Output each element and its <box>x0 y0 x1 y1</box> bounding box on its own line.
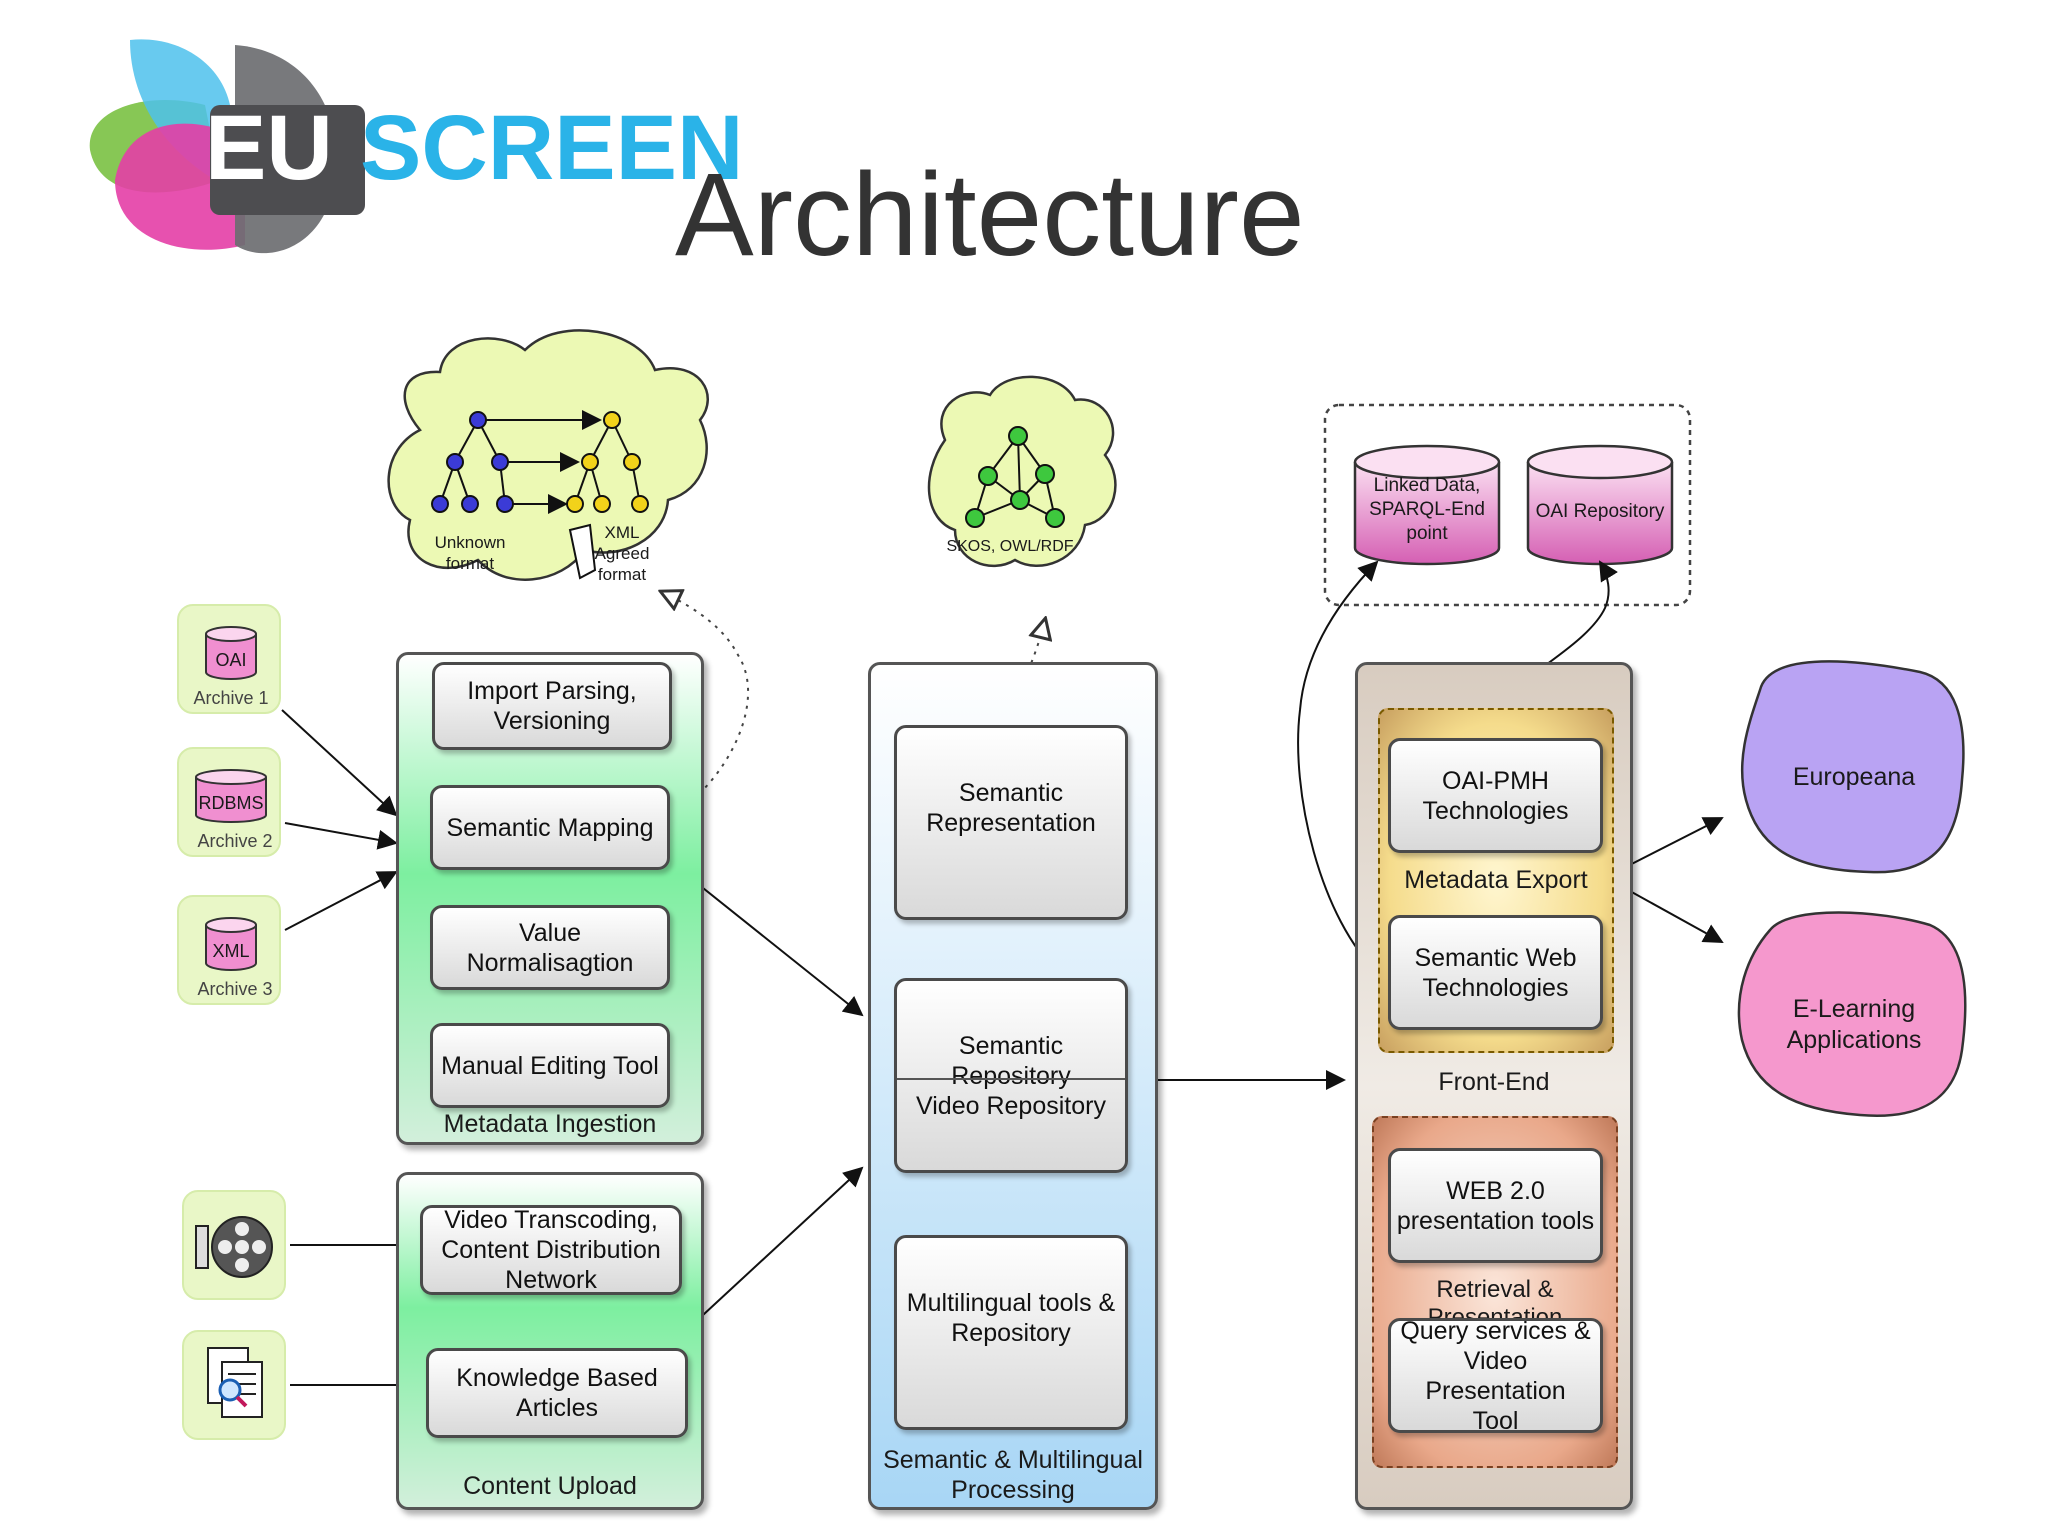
semantic-repository-label: Semantic Repository <box>951 1032 1071 1090</box>
elearning-blob <box>1737 911 1967 1117</box>
euscreen-logo-icon <box>89 39 365 254</box>
linked-data-label: Linked Data, SPARQL-End point <box>1369 475 1485 544</box>
manual-editing-box: Manual Editing Tool <box>430 1023 670 1108</box>
document-source <box>182 1330 286 1440</box>
source-archive-2: RDBMS Archive 2 <box>177 747 281 857</box>
oai-pmh-box: OAI-PMH Technologies <box>1388 738 1603 853</box>
metadata-ingestion-title: Metadata Ingestion <box>443 1110 657 1138</box>
database-icon <box>195 769 267 823</box>
linked-data-cylinder <box>1353 444 1501 566</box>
europeana-blob <box>1740 660 1965 874</box>
video-transcoding-box: Video Transcoding, Content Distribution … <box>420 1205 682 1295</box>
web20-tools-box: WEB 2.0 presentation tools <box>1388 1148 1603 1263</box>
oai-repository-cylinder <box>1526 444 1674 566</box>
source-tag: XML <box>212 941 250 961</box>
database-icon <box>205 626 257 680</box>
import-parsing-box: Import Parsing, Versioning <box>432 662 672 750</box>
europeana-label: Europeana <box>1792 763 1916 791</box>
knowledge-articles-box: Knowledge Based Articles <box>426 1348 688 1438</box>
logo-text-eu: EU <box>205 97 333 199</box>
ontology-cloud <box>387 329 709 581</box>
multilingual-tools-box: Multilingual tools & Repository <box>894 1235 1128 1430</box>
source-archive-1: OAI Archive 1 <box>177 604 281 714</box>
value-normalisation-box: Value Normalisagtion <box>430 905 670 990</box>
film-reel-icon <box>195 1216 273 1278</box>
xml-agreed-format-label: XML Agreed format <box>594 523 650 584</box>
source-label: Archive 3 <box>197 979 273 999</box>
database-icon <box>205 917 257 971</box>
skos-owl-label: SKOS, OWL/RDF <box>946 538 1074 555</box>
source-label: Archive 2 <box>197 831 273 851</box>
unknown-format-label: Unknown format <box>434 533 506 573</box>
semantic-processing-title: Semantic & Multilingual Processing <box>883 1446 1143 1504</box>
metadata-export-title: Metadata Export <box>1404 866 1588 894</box>
semantic-web-box: Semantic Web Technologies <box>1388 915 1603 1030</box>
source-archive-3: XML Archive 3 <box>177 895 281 1005</box>
source-label: Archive 1 <box>193 688 269 708</box>
oai-repository-label: OAI Repository <box>1535 501 1665 522</box>
frontend-title: Front-End <box>1438 1068 1550 1096</box>
logo-text-screen: SCREEN <box>360 97 744 199</box>
repository-divider <box>897 1078 1125 1080</box>
semantic-representation-box: Semantic Representation <box>894 725 1128 920</box>
elearning-label: E-Learning Applications <box>1786 995 1922 1054</box>
semantic-repository-box: Semantic Repository Video Repository <box>894 978 1128 1173</box>
page-title: Architecture <box>675 149 1305 281</box>
video-repository-label: Video Repository <box>916 1092 1106 1120</box>
source-tag: OAI <box>215 650 247 670</box>
graph-network-icon <box>965 426 1065 528</box>
semantic-mapping-box: Semantic Mapping <box>430 785 670 870</box>
document-search-icon <box>207 1347 263 1418</box>
video-source <box>182 1190 286 1300</box>
source-tag: RDBMS <box>198 793 264 813</box>
content-upload-title: Content Upload <box>463 1472 637 1500</box>
tree-diagram-icon <box>431 410 649 580</box>
query-services-box: Query services & Video Presentation Tool <box>1388 1317 1603 1435</box>
